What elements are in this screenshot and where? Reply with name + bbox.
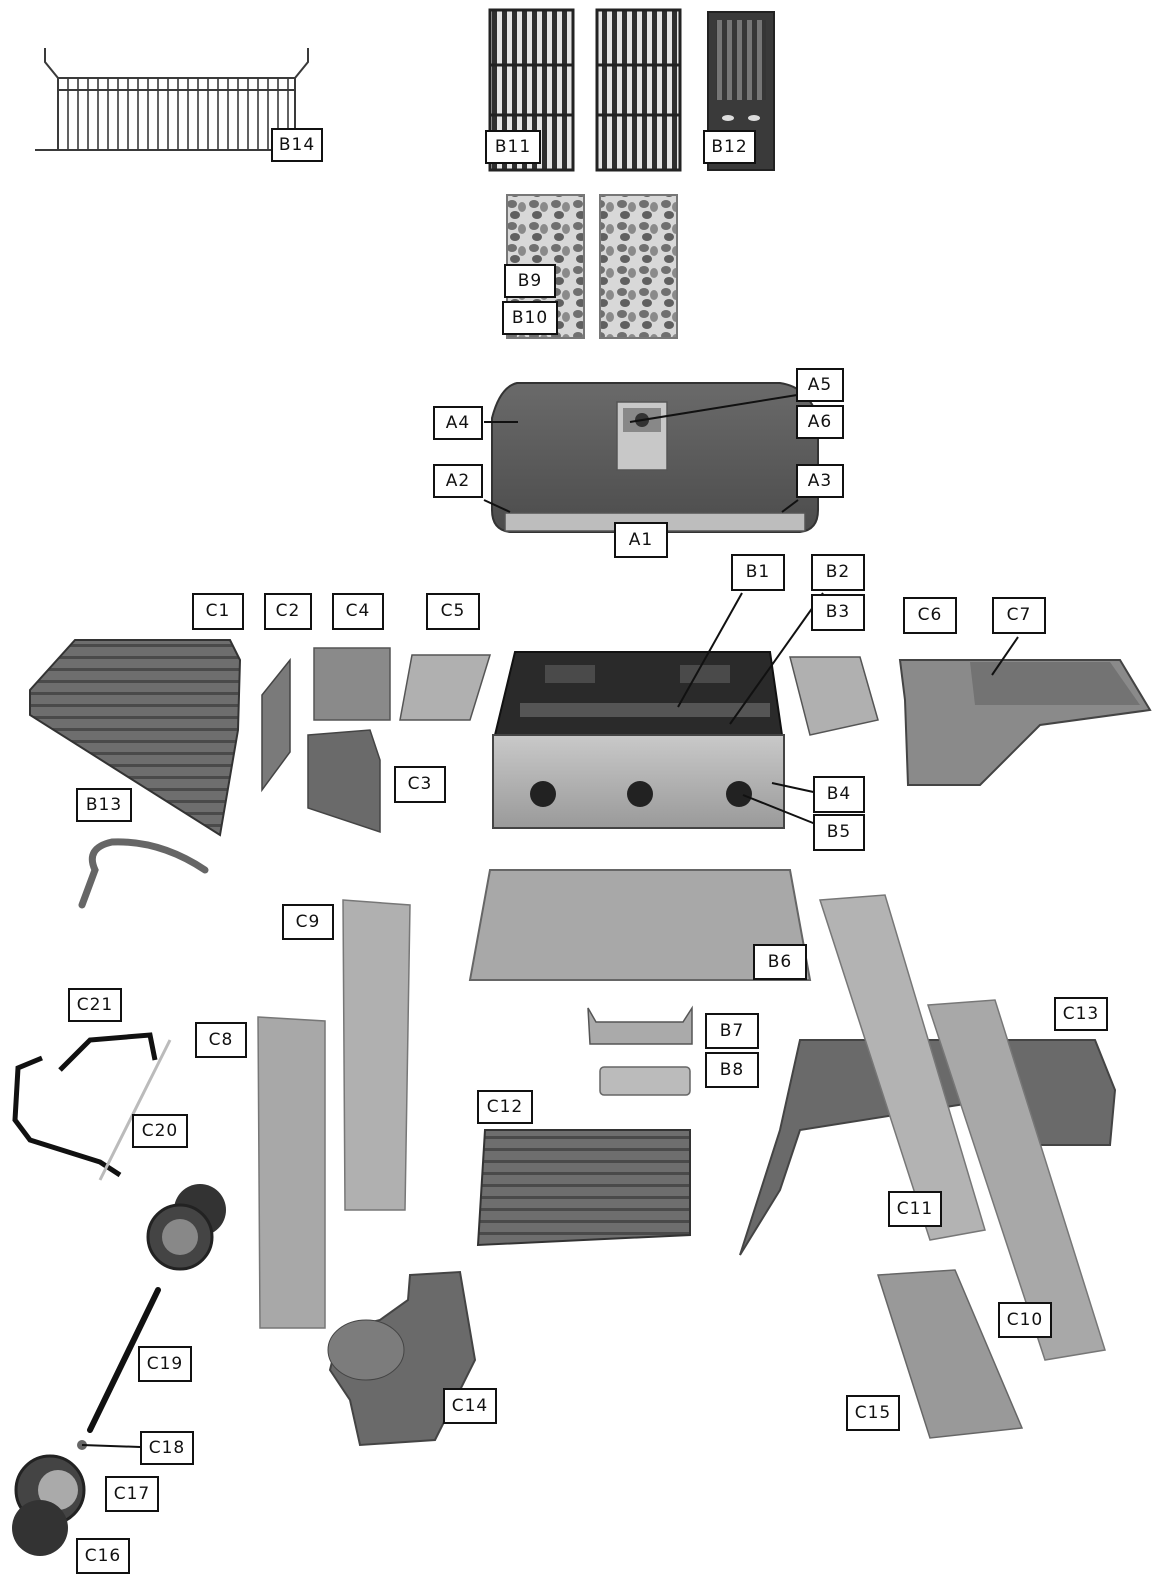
callout-c14: C14 <box>443 1388 497 1424</box>
callout-c7: C7 <box>992 597 1046 634</box>
callout-b11: B11 <box>485 130 541 164</box>
callout-c11: C11 <box>888 1191 942 1227</box>
callout-c18: C18 <box>140 1431 194 1465</box>
callout-b12: B12 <box>703 130 756 164</box>
tray-right <box>790 657 878 735</box>
callout-b14: B14 <box>271 128 323 162</box>
callout-c5: C5 <box>426 593 480 630</box>
callout-c20: C20 <box>132 1114 188 1148</box>
callout-c19: C19 <box>138 1346 192 1382</box>
callout-b9: B9 <box>504 264 556 298</box>
callout-c17: C17 <box>105 1476 159 1512</box>
grill-body <box>493 652 784 828</box>
bracket-c4 <box>314 648 390 720</box>
wheel-lower <box>12 1456 84 1556</box>
callout-c13: C13 <box>1054 997 1108 1031</box>
callout-c6: C6 <box>903 597 957 634</box>
callout-b2: B2 <box>811 554 865 591</box>
callout-c4: C4 <box>332 593 384 630</box>
grill-lid <box>492 383 818 532</box>
handle-assembly <box>15 1035 170 1180</box>
callout-b13: B13 <box>76 788 132 822</box>
callout-b3: B3 <box>811 594 865 631</box>
callout-c16: C16 <box>76 1538 130 1574</box>
wheel-upper <box>148 1184 226 1269</box>
leg-c9 <box>343 900 410 1210</box>
side-shelf-left <box>30 640 240 835</box>
callout-b1: B1 <box>731 554 785 591</box>
side-panel-c2 <box>262 660 290 790</box>
callout-c8: C8 <box>195 1022 247 1058</box>
callout-a5: A5 <box>796 368 844 402</box>
callout-b8: B8 <box>705 1052 759 1088</box>
callout-b7: B7 <box>705 1013 759 1049</box>
callout-a3: A3 <box>796 464 844 498</box>
cover-c3 <box>308 730 380 832</box>
callout-c1: C1 <box>192 593 244 630</box>
bottom-shelf <box>478 1130 690 1245</box>
callout-b6: B6 <box>753 944 807 980</box>
callout-c21: C21 <box>68 988 122 1022</box>
grease-cup <box>600 1067 690 1095</box>
callout-c15: C15 <box>846 1395 900 1431</box>
callout-a2: A2 <box>433 464 483 498</box>
callout-b10: B10 <box>502 301 558 335</box>
tray-c5 <box>400 655 490 720</box>
callout-b5: B5 <box>813 814 865 851</box>
grease-tray-holder <box>588 1008 692 1044</box>
callout-c10: C10 <box>998 1302 1052 1338</box>
leg-c8 <box>258 1017 325 1328</box>
callout-c9: C9 <box>282 904 334 940</box>
cooking-grate <box>597 10 680 170</box>
callout-c2: C2 <box>264 593 312 630</box>
callout-c3: C3 <box>394 766 446 803</box>
callout-a4: A4 <box>433 406 483 440</box>
callout-b4: B4 <box>813 776 865 813</box>
lava-stone-basket <box>600 195 677 338</box>
gas-hose <box>82 842 205 905</box>
callout-c12: C12 <box>477 1090 533 1124</box>
callout-a1: A1 <box>614 522 668 558</box>
callout-a6: A6 <box>796 405 844 439</box>
